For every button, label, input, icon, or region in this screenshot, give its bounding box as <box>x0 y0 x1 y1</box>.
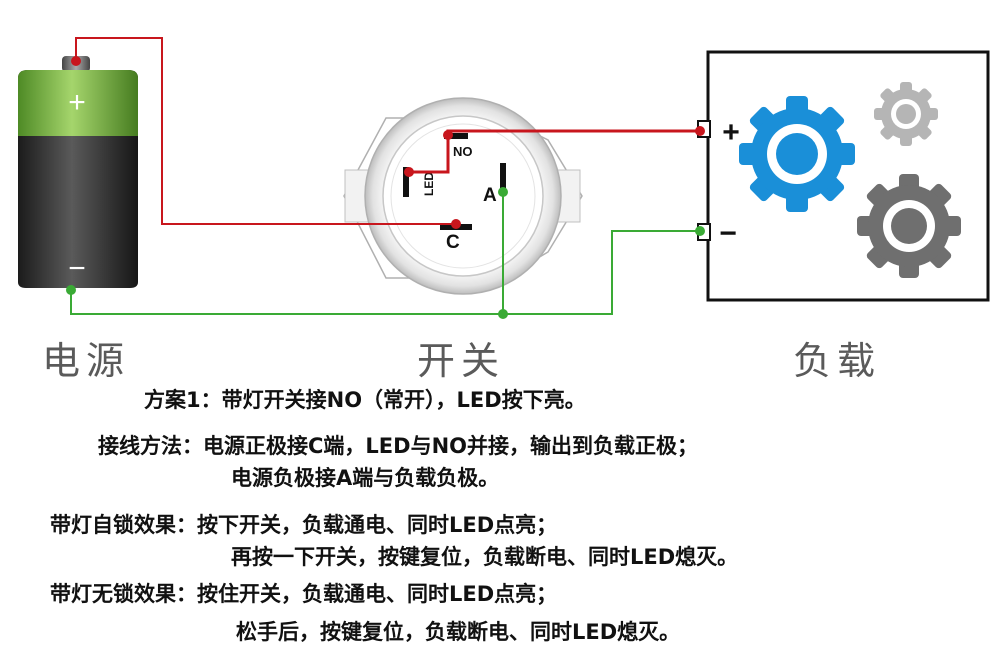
caption-load: 负载 <box>793 339 882 383</box>
switch-led-label: LED <box>422 172 436 196</box>
momentary-text-2: 松手后，按键复位，负载断电、同时LED熄灭。 <box>236 620 681 644</box>
gear-gray-icon <box>857 174 961 278</box>
wire-battery-positive-to-c <box>75 37 456 225</box>
wiring-text-2: 电源负极接A端与负载负极。 <box>231 466 500 490</box>
scheme-line: 方案1：带灯开关接NO（常开），LED按下亮。 <box>144 384 586 414</box>
junction-led <box>404 167 414 177</box>
battery-top <box>18 70 138 136</box>
caption-power: 电源 <box>42 339 131 383</box>
latching-label: 带灯自锁效果： <box>50 513 197 537</box>
positive-wires <box>75 37 703 225</box>
switch-no-terminal <box>444 133 468 139</box>
caption-switch: 开关 <box>417 339 506 383</box>
switch: NO LED A C <box>343 97 583 295</box>
negative-wires <box>70 192 703 315</box>
switch-c-label: C <box>446 232 460 253</box>
momentary-label: 带灯无锁效果： <box>50 582 197 606</box>
scheme-text: 带灯开关接NO（常开），LED按下亮。 <box>221 388 586 412</box>
latching-line-2: 再按一下开关，按键复位，负载断电、同时LED熄灭。 <box>231 541 738 571</box>
gear-light-icon <box>874 82 938 146</box>
junction-battery-positive <box>71 56 81 66</box>
junction-c <box>451 219 461 229</box>
scheme-label: 方案1： <box>144 388 222 412</box>
switch-a-label: A <box>483 185 497 206</box>
load: + − <box>697 50 990 302</box>
momentary-text-1: 按住开关，负载通电、同时LED点亮； <box>197 582 558 606</box>
wire-junctions <box>66 56 705 319</box>
load-box <box>706 50 990 302</box>
switch-led-terminal <box>403 167 409 197</box>
junction-load-positive <box>695 126 705 136</box>
battery-plus-sign: + <box>68 86 86 119</box>
battery: + − <box>18 56 138 288</box>
load-plus-sign: + <box>722 116 740 149</box>
load-minus-sign: − <box>719 217 737 250</box>
wire-led-no-to-load-positive <box>409 129 703 174</box>
wiring-line-2: 电源负极接A端与负载负极。 <box>231 462 499 492</box>
battery-minus-sign: − <box>68 252 86 285</box>
switch-a-terminal <box>500 163 506 193</box>
latching-text-2: 再按一下开关，按键复位，负载断电、同时LED熄灭。 <box>231 545 739 569</box>
junction-a <box>498 187 508 197</box>
gear-blue-icon <box>739 96 855 212</box>
wiring-line-1: 接线方法：电源正极接C端，LED与NO并接，输出到负载正极； <box>98 430 698 460</box>
latching-line-1: 带灯自锁效果：按下开关，负载通电、同时LED点亮； <box>50 509 557 539</box>
junction-battery-negative <box>66 285 76 295</box>
junction-load-negative <box>695 226 705 236</box>
junction-no <box>443 130 453 140</box>
wiring-text-1: 电源正极接C端，LED与NO并接，输出到负载正极； <box>203 434 698 458</box>
latching-text-1: 按下开关，负载通电、同时LED点亮； <box>197 513 558 537</box>
momentary-line-1: 带灯无锁效果：按住开关，负载通电、同时LED点亮； <box>50 578 557 608</box>
switch-center <box>390 123 536 269</box>
momentary-line-2: 松手后，按键复位，负载断电、同时LED熄灭。 <box>236 616 680 646</box>
junction-ground <box>498 309 508 319</box>
switch-no-label: NO <box>453 144 473 159</box>
wire-battery-negative-to-load-negative <box>70 230 703 315</box>
wiring-label: 接线方法： <box>98 434 203 458</box>
